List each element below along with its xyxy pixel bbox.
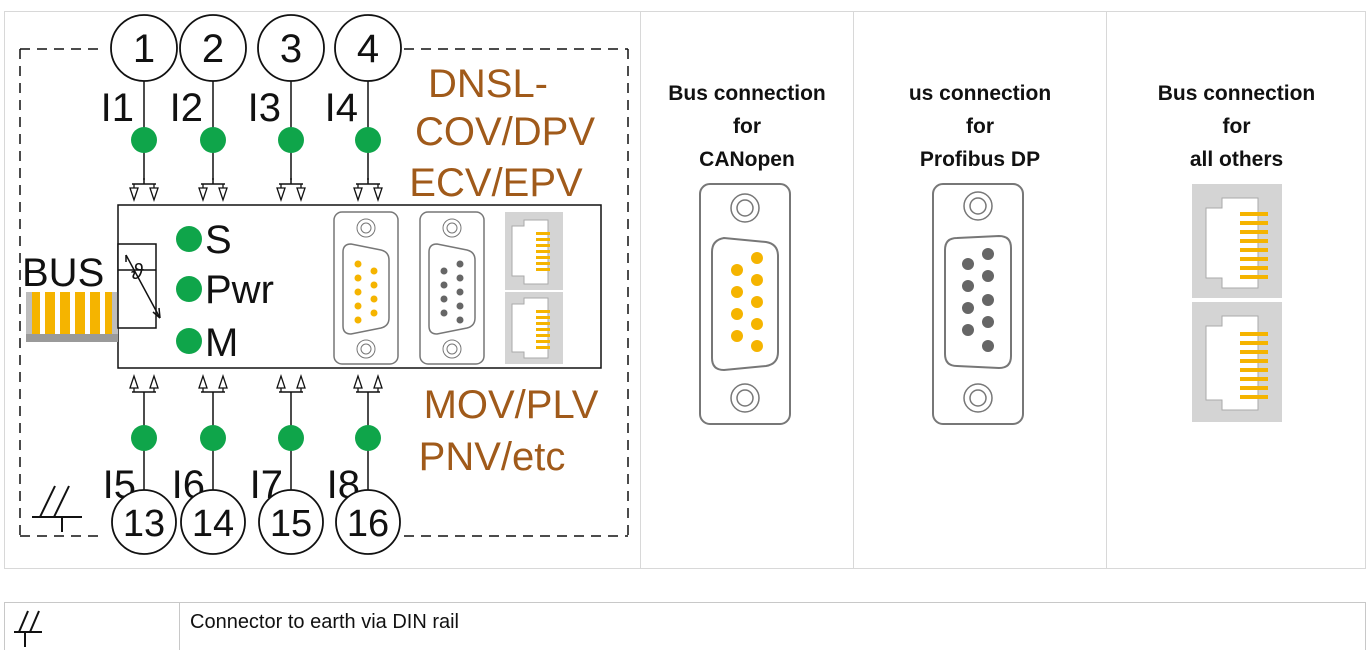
module-sub-d-grey-icon bbox=[419, 211, 485, 365]
column-title-line: Bus connection bbox=[1157, 82, 1316, 105]
sub-d-9-grey-icon bbox=[932, 183, 1024, 425]
dashed-enclosure bbox=[19, 48, 629, 537]
bus-label: BUS bbox=[22, 251, 104, 295]
column-title-profibus: us connection for Profibus DP bbox=[854, 77, 1106, 176]
variant-top-line-3: ECV/EPV bbox=[409, 161, 583, 205]
status-led-m-icon bbox=[176, 328, 202, 354]
column-title-line: us connection bbox=[908, 82, 1052, 105]
terminal-number: 15 bbox=[270, 503, 312, 545]
column-title-line: all others bbox=[1189, 148, 1284, 171]
terminal-number: 2 bbox=[202, 27, 224, 71]
input-label: I3 bbox=[248, 86, 281, 130]
top-terminal-group: 1I1 bbox=[101, 14, 178, 203]
variant-top-line-2: COV/DPV bbox=[415, 110, 595, 154]
terminal-circle[interactable] bbox=[111, 489, 177, 555]
top-terminal-group: 3I3 bbox=[248, 14, 325, 203]
terminal-number: 14 bbox=[192, 503, 234, 545]
terminal-number: 1 bbox=[133, 27, 155, 71]
column-divider bbox=[640, 11, 641, 569]
terminal-circle[interactable] bbox=[258, 489, 324, 555]
input-led-icon bbox=[355, 127, 381, 153]
top-terminal-group: 2I2 bbox=[170, 14, 247, 203]
input-led-icon bbox=[131, 127, 157, 153]
terminal-number: 3 bbox=[280, 27, 302, 71]
variant-labels: DNSL- COV/DPV ECV/EPV MOV/PLV PNV/etc bbox=[409, 62, 598, 479]
status-led-group: S Pwr M bbox=[176, 218, 274, 365]
terminal-number: 16 bbox=[347, 503, 389, 545]
terminal-circle[interactable] bbox=[335, 489, 401, 555]
variant-bottom-line-1: MOV/PLV bbox=[424, 383, 599, 427]
input-led-icon bbox=[200, 425, 226, 451]
legend-earth-din-rail-icon bbox=[14, 610, 42, 647]
terminal-number: 4 bbox=[357, 27, 379, 71]
input-led-icon bbox=[131, 425, 157, 451]
column-title-line: for bbox=[1222, 115, 1251, 138]
column-title-line: for bbox=[733, 115, 761, 138]
column-title-others: Bus connection for all others bbox=[1107, 77, 1366, 176]
status-led-pwr-label: Pwr bbox=[205, 268, 274, 312]
rj45-double-icon bbox=[1192, 184, 1282, 422]
status-led-m-label: M bbox=[205, 321, 238, 365]
variant-bottom-line-2: PNV/etc bbox=[419, 435, 566, 479]
column-divider bbox=[1106, 11, 1107, 569]
status-led-pwr-icon bbox=[176, 276, 202, 302]
column-title-line: CANopen bbox=[699, 148, 795, 171]
temperature-sensor-icon: ϑ bbox=[117, 243, 161, 329]
column-title-line: Profibus DP bbox=[919, 148, 1041, 171]
input-led-icon bbox=[278, 127, 304, 153]
column-title-line: Bus connection bbox=[668, 82, 826, 105]
legend-table bbox=[4, 602, 1366, 650]
legend-column-divider bbox=[179, 602, 180, 650]
legend-description: Connector to earth via DIN rail bbox=[190, 611, 460, 633]
input-label: I1 bbox=[101, 86, 134, 130]
input-led-icon bbox=[278, 425, 304, 451]
theta-symbol: ϑ bbox=[131, 259, 144, 284]
input-label: I4 bbox=[325, 86, 358, 130]
column-title-line: for bbox=[966, 115, 994, 138]
status-led-s-label: S bbox=[205, 218, 232, 262]
sub-d-9-yellow-icon bbox=[699, 183, 791, 425]
connector-illustrations bbox=[699, 183, 1282, 425]
input-label: I2 bbox=[170, 86, 203, 130]
status-led-s-icon bbox=[176, 226, 202, 252]
diagram-table bbox=[4, 11, 1366, 569]
column-title-canopen: Bus connection for CANopen bbox=[641, 77, 853, 176]
input-led-icon bbox=[355, 425, 381, 451]
column-divider bbox=[853, 11, 854, 569]
terminal-circle[interactable] bbox=[180, 489, 246, 555]
bus-connector: BUS bbox=[22, 251, 118, 342]
variant-top-line-1: DNSL- bbox=[428, 62, 548, 106]
input-led-icon bbox=[200, 127, 226, 153]
module-rj45-icon bbox=[505, 212, 563, 364]
earth-din-rail-icon bbox=[32, 485, 82, 532]
module-sub-d-yellow-icon bbox=[333, 211, 399, 365]
top-terminal-group: 4I4 bbox=[325, 14, 402, 203]
terminal-number: 13 bbox=[123, 503, 165, 545]
